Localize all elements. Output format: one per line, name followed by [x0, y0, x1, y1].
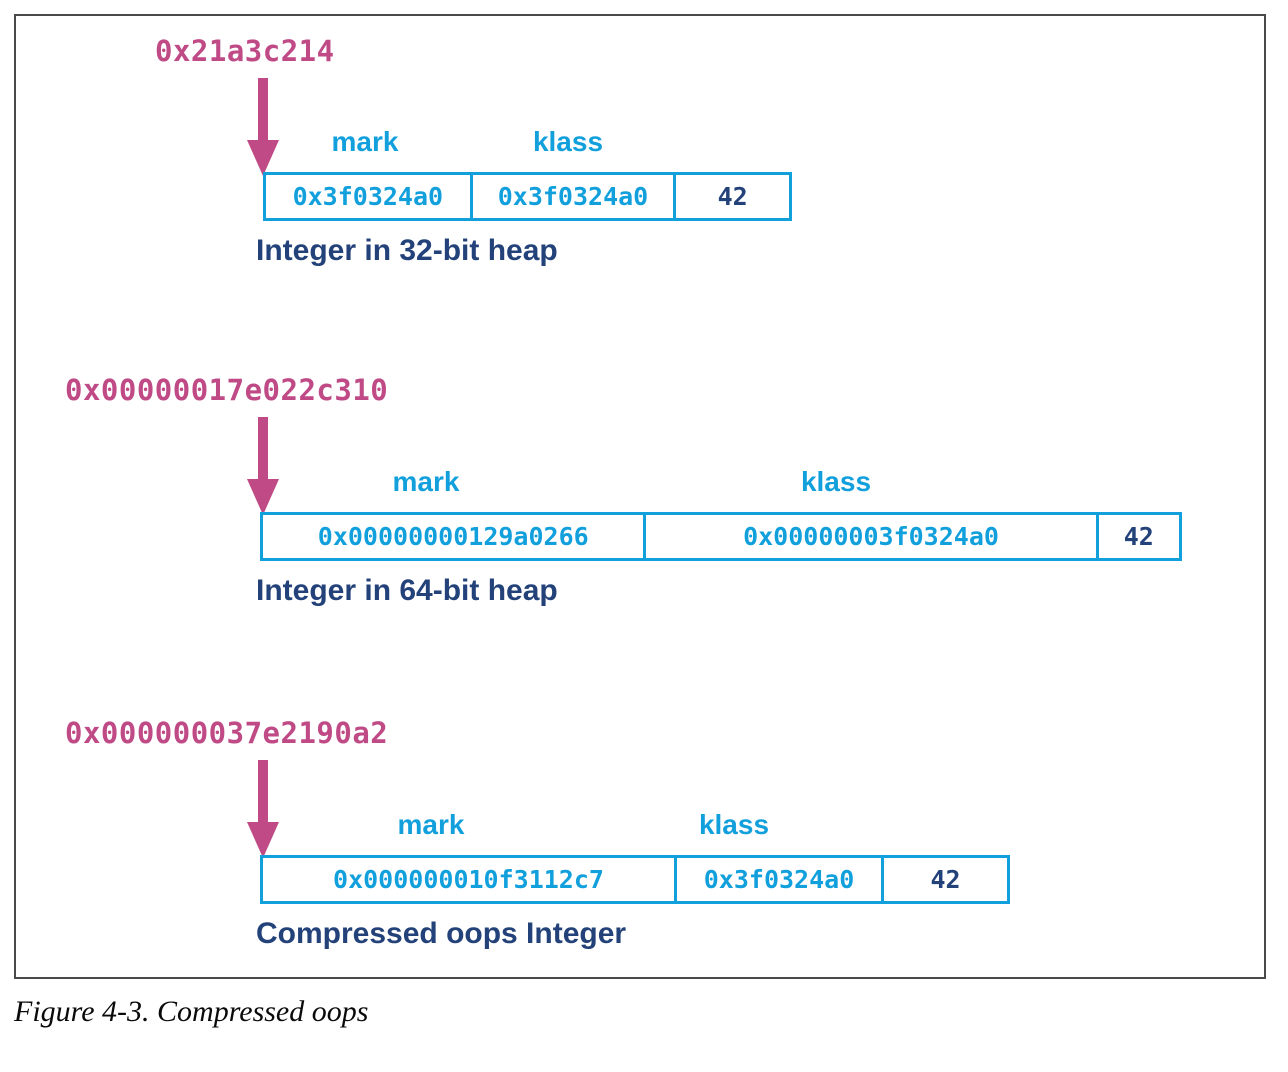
pointer-address-label-64bit: 0x00000017e022c310	[65, 373, 389, 407]
pointer-address-label-compressed-oops: 0x000000037e2190a2	[65, 716, 389, 750]
pointer-address-label-32bit: 0x21a3c214	[155, 34, 335, 68]
object-cell-value-32bit: 42	[673, 175, 789, 218]
object-cell-mark-compressed-oops: 0x000000010f3112c7	[333, 865, 604, 894]
object-cell-value-64bit: 42	[1095, 515, 1179, 558]
row-caption-compressed-oops: Compressed oops Integer	[256, 917, 627, 950]
object-cell-klass-32bit: 0x3f0324a0	[469, 175, 674, 218]
field-header-mark-32bit: mark	[331, 126, 399, 157]
pointer-arrow-icon-compressed-oops	[245, 760, 281, 860]
object-layout-box-32bit: 0x3f0324a0 0x3f0324a0 42	[263, 172, 792, 221]
pointer-arrow-icon-64bit	[245, 417, 281, 517]
row-caption-64bit: Integer in 64-bit heap	[256, 574, 558, 607]
object-layout-box-compressed-oops: 0x000000010f3112c7 0x3f0324a0 42	[260, 855, 1010, 904]
field-header-mark-compressed-oops: mark	[397, 809, 465, 840]
object-cell-mark-32bit: 0x3f0324a0	[292, 182, 444, 211]
field-header-mark-64bit: mark	[392, 466, 460, 497]
object-cell-klass-64bit: 0x00000003f0324a0	[643, 515, 1095, 558]
field-header-klass-compressed-oops: klass	[698, 809, 770, 840]
row-caption-32bit: Integer in 32-bit heap	[256, 234, 558, 267]
field-header-klass-64bit: klass	[800, 466, 872, 497]
object-cell-klass-compressed-oops: 0x3f0324a0	[674, 858, 881, 901]
figure-frame: 0x21a3c214 mark klass 0x3f0324a0 0x3f032…	[14, 14, 1266, 979]
object-layout-box-64bit: 0x00000000129a0266 0x00000003f0324a0 42	[260, 512, 1182, 561]
pointer-arrow-icon-32bit	[245, 78, 281, 178]
figure-caption: Figure 4-3. Compressed oops	[14, 995, 369, 1028]
object-cell-mark-64bit: 0x00000000129a0266	[317, 522, 589, 551]
object-cell-value-compressed-oops: 42	[881, 858, 1007, 901]
field-header-klass-32bit: klass	[532, 126, 604, 157]
